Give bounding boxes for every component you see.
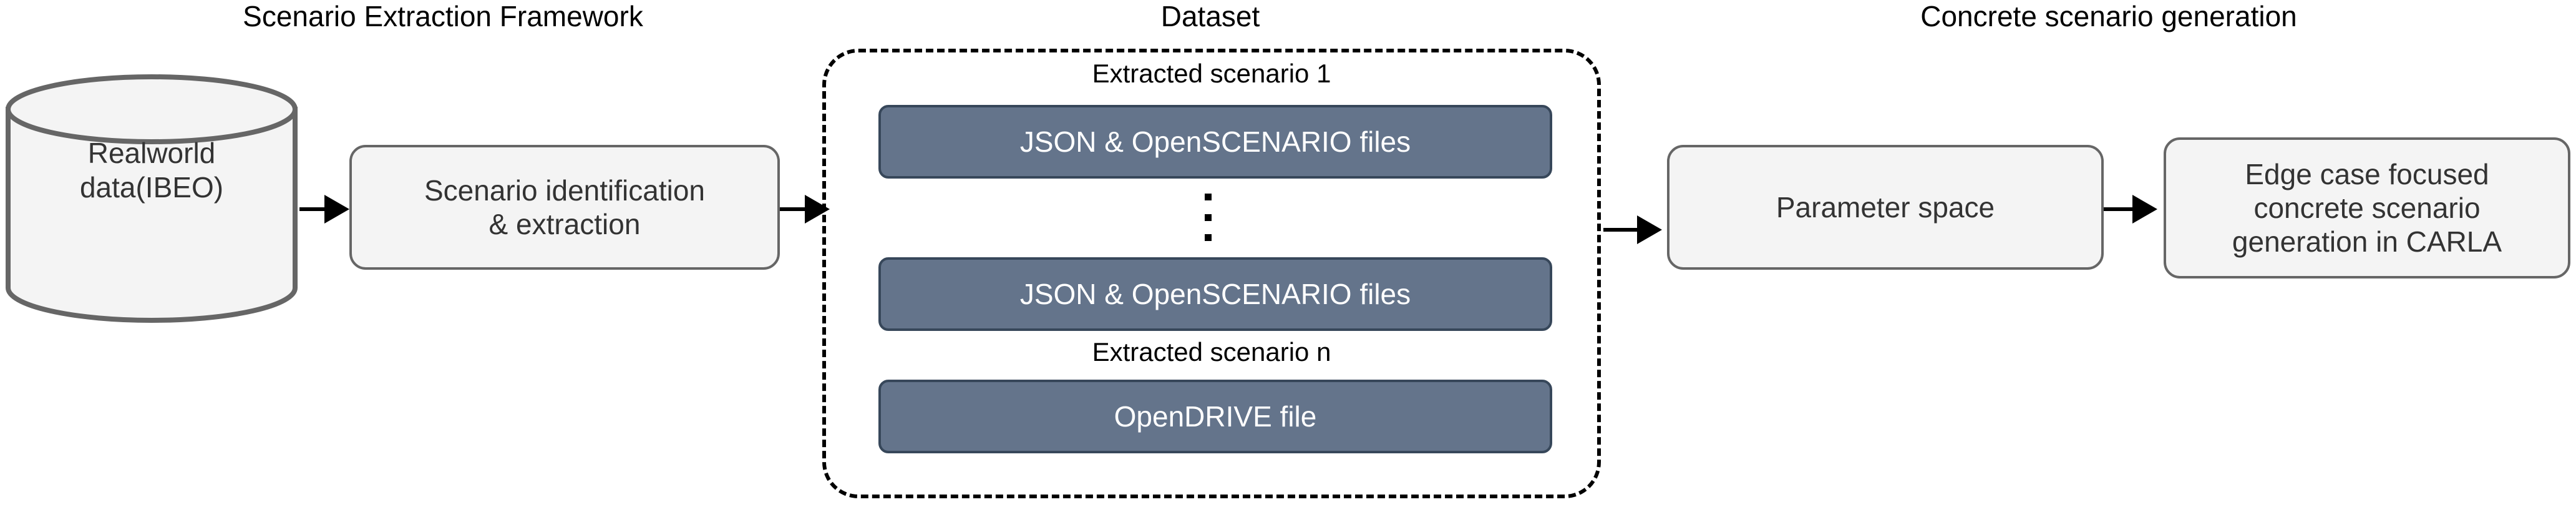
caption-extracted-scenario-1: Extracted scenario 1 bbox=[1092, 59, 1331, 88]
arrow-right-icon bbox=[2132, 195, 2157, 224]
section-title-concrete-scenario-generation: Concrete scenario generation bbox=[1920, 0, 2297, 32]
concrete-generation-label-line1: Edge case focused bbox=[2245, 157, 2489, 190]
database-cylinder-icon bbox=[6, 74, 298, 323]
concrete-generation-box[interactable]: Edge case focused concrete scenario gene… bbox=[2164, 137, 2570, 278]
arrow-right-icon bbox=[1637, 215, 1662, 244]
scenario-identification-label-line2: & extraction bbox=[488, 208, 641, 240]
dataset-container bbox=[822, 49, 1601, 498]
concrete-generation-label-line2: concrete scenario bbox=[2253, 191, 2481, 224]
realworld-data-database[interactable]: Realworld data(IBEO) bbox=[5, 74, 298, 323]
arrow-shaft bbox=[1603, 228, 1640, 232]
arrow-right-icon bbox=[324, 195, 349, 224]
section-title-dataset: Dataset bbox=[1160, 0, 1260, 32]
caption-extracted-scenario-n: Extracted scenario n bbox=[1092, 337, 1331, 367]
section-title-scenario-extraction-framework: Scenario Extraction Framework bbox=[243, 0, 643, 32]
parameter-space-box[interactable]: Parameter space bbox=[1667, 145, 2104, 270]
arrow-shaft bbox=[780, 207, 807, 211]
arrow-shaft bbox=[299, 207, 327, 211]
scenario-identification-box[interactable]: Scenario identification & extraction bbox=[349, 145, 780, 270]
file-box-json-openscenario-2[interactable]: JSON & OpenSCENARIO files bbox=[878, 257, 1552, 331]
scenario-identification-label-line1: Scenario identification bbox=[424, 174, 706, 207]
arrow-shaft bbox=[2104, 207, 2135, 211]
file-box-opendrive[interactable]: OpenDRIVE file bbox=[878, 380, 1552, 453]
file-box-json-openscenario-1[interactable]: JSON & OpenSCENARIO files bbox=[878, 105, 1552, 179]
concrete-generation-label-line3: generation in CARLA bbox=[2232, 225, 2502, 259]
vertical-ellipsis-icon bbox=[1204, 194, 1212, 241]
